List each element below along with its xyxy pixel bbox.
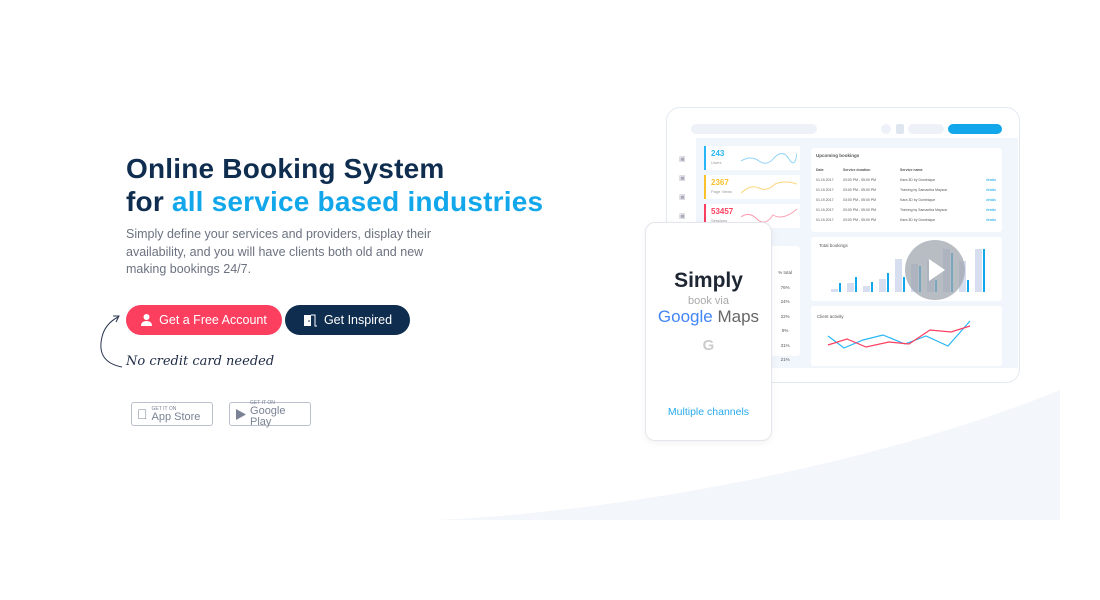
play-video-button[interactable] (905, 240, 965, 300)
user-icon (141, 314, 153, 326)
get-free-account-button[interactable]: Get a Free Account (126, 305, 282, 335)
google-maps-card: Simply book via Google Maps G Multiple c… (645, 222, 772, 441)
background-swoosh (440, 390, 1060, 520)
google-icon: G (702, 337, 715, 354)
button-label: Get a Free Account (159, 313, 267, 327)
no-credit-card-note: No credit card needed (126, 354, 275, 369)
curved-arrow-icon (100, 315, 123, 368)
client-activity-card: Client activity (811, 306, 1002, 366)
button-label: Get Inspired (323, 313, 393, 327)
multiple-channels-link[interactable]: Multiple channels (667, 406, 750, 418)
door-icon (303, 314, 317, 326)
get-inspired-button[interactable]: Get Inspired (285, 305, 410, 335)
hero-description: Simply define your services and provider… (126, 227, 431, 276)
play-store-icon (236, 408, 246, 420)
sidebar-icons: ▣▣▣▣ (679, 156, 686, 220)
apple-icon:  (137, 406, 148, 422)
